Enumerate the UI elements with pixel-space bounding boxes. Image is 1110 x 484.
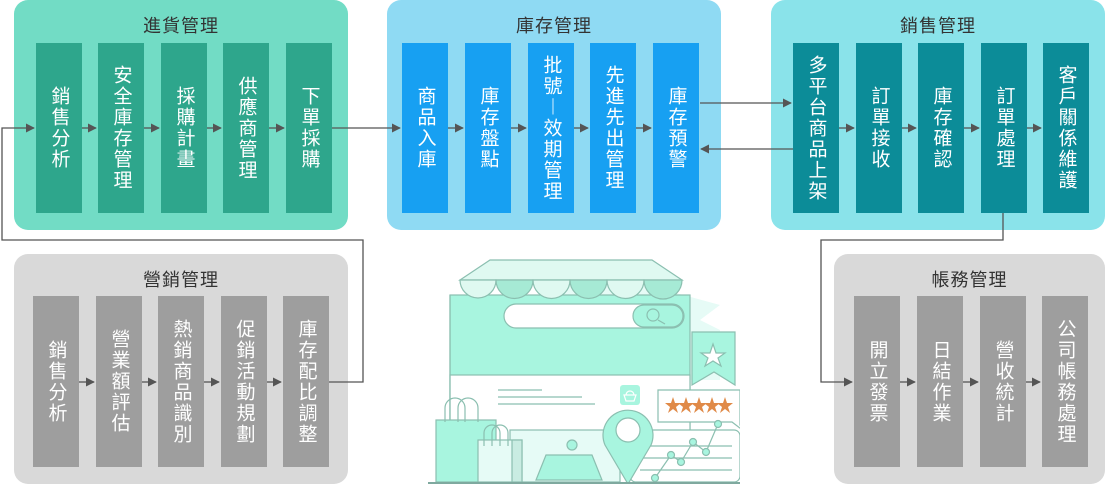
procurement-step: 採購計畫 bbox=[161, 43, 207, 213]
sales-step: 訂單接收 bbox=[856, 43, 902, 213]
accounting-step: 日結作業 bbox=[917, 296, 963, 467]
ground-line bbox=[428, 482, 740, 484]
rating-card bbox=[657, 389, 740, 429]
shopping-basket-icon bbox=[620, 385, 640, 405]
inventory-step: 先進先出管理 bbox=[590, 43, 636, 213]
sales-step: 訂單處理 bbox=[981, 43, 1027, 213]
procurement-step: 下單採購 bbox=[286, 43, 332, 213]
marketing-title: 營銷管理 bbox=[143, 270, 219, 291]
procurement-step: 安全庫存管理 bbox=[98, 43, 144, 213]
star-icon bbox=[678, 397, 694, 413]
procurement-step: 銷售分析 bbox=[36, 43, 82, 213]
location-pin-icon bbox=[602, 409, 654, 484]
star-icon bbox=[704, 397, 720, 413]
sales-step: 多平台商品上架 bbox=[793, 43, 839, 213]
ecommerce-illustration bbox=[428, 259, 740, 484]
sales-step: 客戶關係維護 bbox=[1043, 43, 1089, 213]
sales-step: 庫存確認 bbox=[918, 43, 964, 213]
line-chart-icon bbox=[629, 419, 740, 483]
rating-stars bbox=[665, 397, 733, 413]
star-icon bbox=[665, 397, 681, 413]
inventory-step: 商品入庫 bbox=[402, 43, 448, 213]
inventory-title: 庫存管理 bbox=[516, 16, 592, 37]
inventory-step: 批號︱效期管理 bbox=[528, 43, 574, 213]
marketing-step: 促銷活動規劃 bbox=[221, 296, 267, 467]
procurement-title: 進貨管理 bbox=[143, 16, 219, 37]
star-icon bbox=[717, 397, 733, 413]
marketing-step: 熱銷商品識別 bbox=[158, 296, 204, 467]
inventory-step: 庫存盤點 bbox=[465, 43, 511, 213]
accounting-title: 帳務管理 bbox=[931, 270, 1008, 291]
text-lines bbox=[498, 389, 595, 405]
procurement-step: 供應商管理 bbox=[223, 43, 269, 213]
accounting-step: 公司帳務處理 bbox=[1042, 296, 1088, 467]
search-icon bbox=[632, 304, 684, 328]
accounting-step: 營收統計 bbox=[980, 296, 1026, 467]
star-icon bbox=[691, 397, 707, 413]
sales-title: 銷售管理 bbox=[900, 16, 976, 37]
accounting-step: 開立發票 bbox=[854, 296, 900, 467]
bookmark-star-icon bbox=[691, 331, 736, 387]
inventory-step: 庫存預警 bbox=[653, 43, 699, 213]
marketing-step: 營業額評估 bbox=[96, 296, 142, 467]
marketing-step: 庫存配比調整 bbox=[283, 296, 329, 467]
marketing-step: 銷售分析 bbox=[33, 296, 79, 467]
